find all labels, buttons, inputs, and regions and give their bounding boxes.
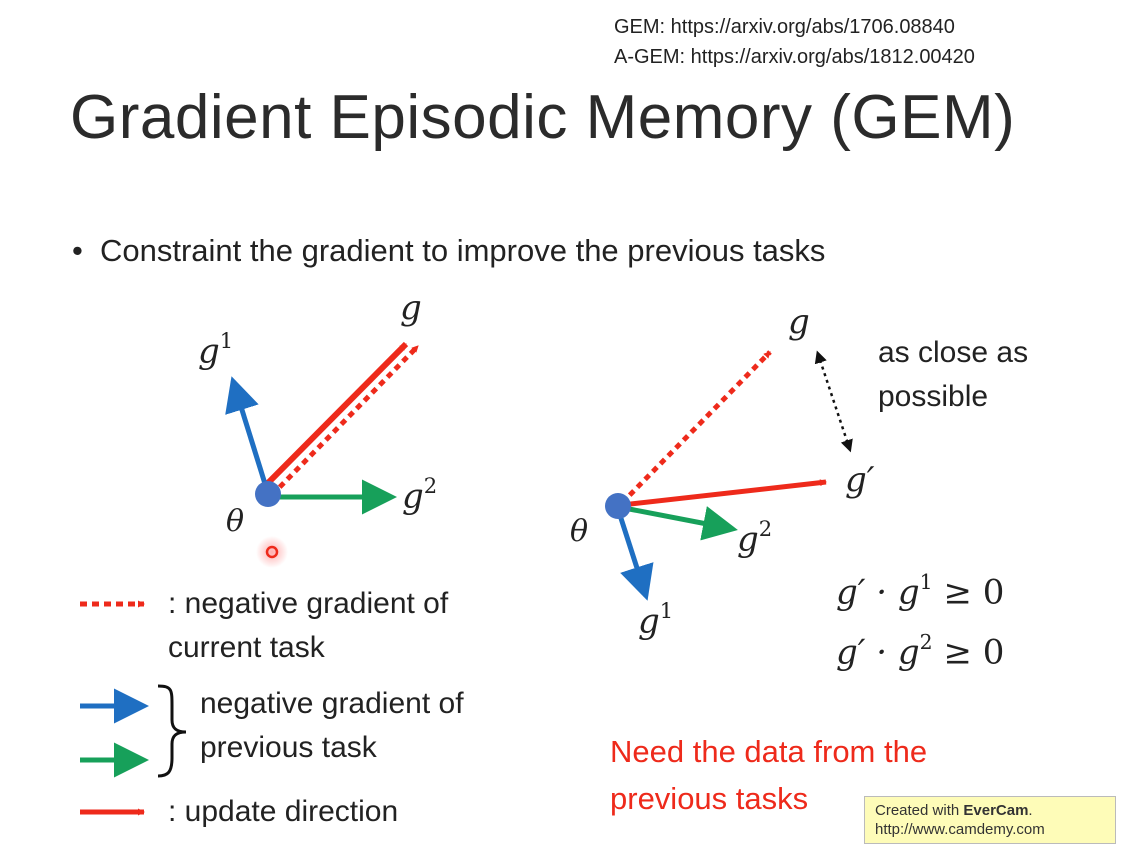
right-vector-diagram bbox=[605, 350, 853, 601]
right-g-label: g bbox=[788, 302, 810, 342]
right-gprime-arrow bbox=[621, 479, 827, 508]
right-g2-label: g2 bbox=[737, 516, 773, 560]
left-g2-label: g2 bbox=[402, 473, 438, 517]
bullet-text: Constraint the gradient to improve the p… bbox=[100, 233, 826, 268]
agem-reference: A-GEM: https://arxiv.org/abs/1812.00420 bbox=[614, 46, 975, 68]
gem-reference: GEM: https://arxiv.org/abs/1706.08840 bbox=[614, 16, 955, 38]
bullet-point: • Constraint the gradient to improve the … bbox=[72, 233, 825, 269]
right-dotted-g-arrow bbox=[620, 350, 772, 505]
legend-brace-icon bbox=[157, 684, 187, 778]
right-theta-label: θ bbox=[570, 514, 589, 549]
left-vector-diagram bbox=[225, 341, 420, 568]
left-theta-node bbox=[255, 481, 281, 507]
constraint-g2: g′ · g2 ≥ 0 bbox=[836, 630, 1005, 673]
data-requirement-note: Need the data from the previous tasks bbox=[610, 734, 928, 816]
left-theta-label: θ bbox=[226, 504, 245, 539]
watermark-url: http://www.camdemy.com bbox=[875, 821, 1045, 838]
constraint-g1: g′ · g1 ≥ 0 bbox=[836, 570, 1005, 613]
legend-previous-task: negative gradient of previous task bbox=[200, 687, 464, 764]
left-g1-label: g1 bbox=[198, 328, 234, 372]
closeness-note: as close as possible bbox=[878, 336, 1029, 413]
right-g1-arrow bbox=[615, 508, 654, 601]
slide-title: Gradient Episodic Memory (GEM) bbox=[70, 83, 1016, 152]
legend-update-direction: : update direction bbox=[168, 795, 399, 828]
references: GEM: https://arxiv.org/abs/1706.08840 A-… bbox=[614, 12, 975, 72]
evercam-watermark: Created with EverCam. http://www.camdemy… bbox=[864, 796, 1116, 844]
left-update-arrow bbox=[263, 341, 409, 488]
distance-double-arrow bbox=[814, 350, 853, 453]
right-g2-arrow bbox=[623, 505, 738, 541]
legend-arrows bbox=[80, 600, 187, 816]
legend-current-task: : negative gradient of current task bbox=[168, 587, 449, 664]
cursor-highlight-icon bbox=[256, 536, 288, 568]
left-g-label: g bbox=[400, 288, 422, 328]
right-theta-node bbox=[605, 493, 631, 519]
left-dotted-g-arrow bbox=[270, 344, 420, 497]
left-g1-arrow bbox=[225, 376, 269, 488]
bullet-dot-icon: • bbox=[72, 233, 83, 268]
right-gprime-label: g′ bbox=[845, 460, 875, 500]
right-g1-label: g1 bbox=[638, 598, 674, 642]
